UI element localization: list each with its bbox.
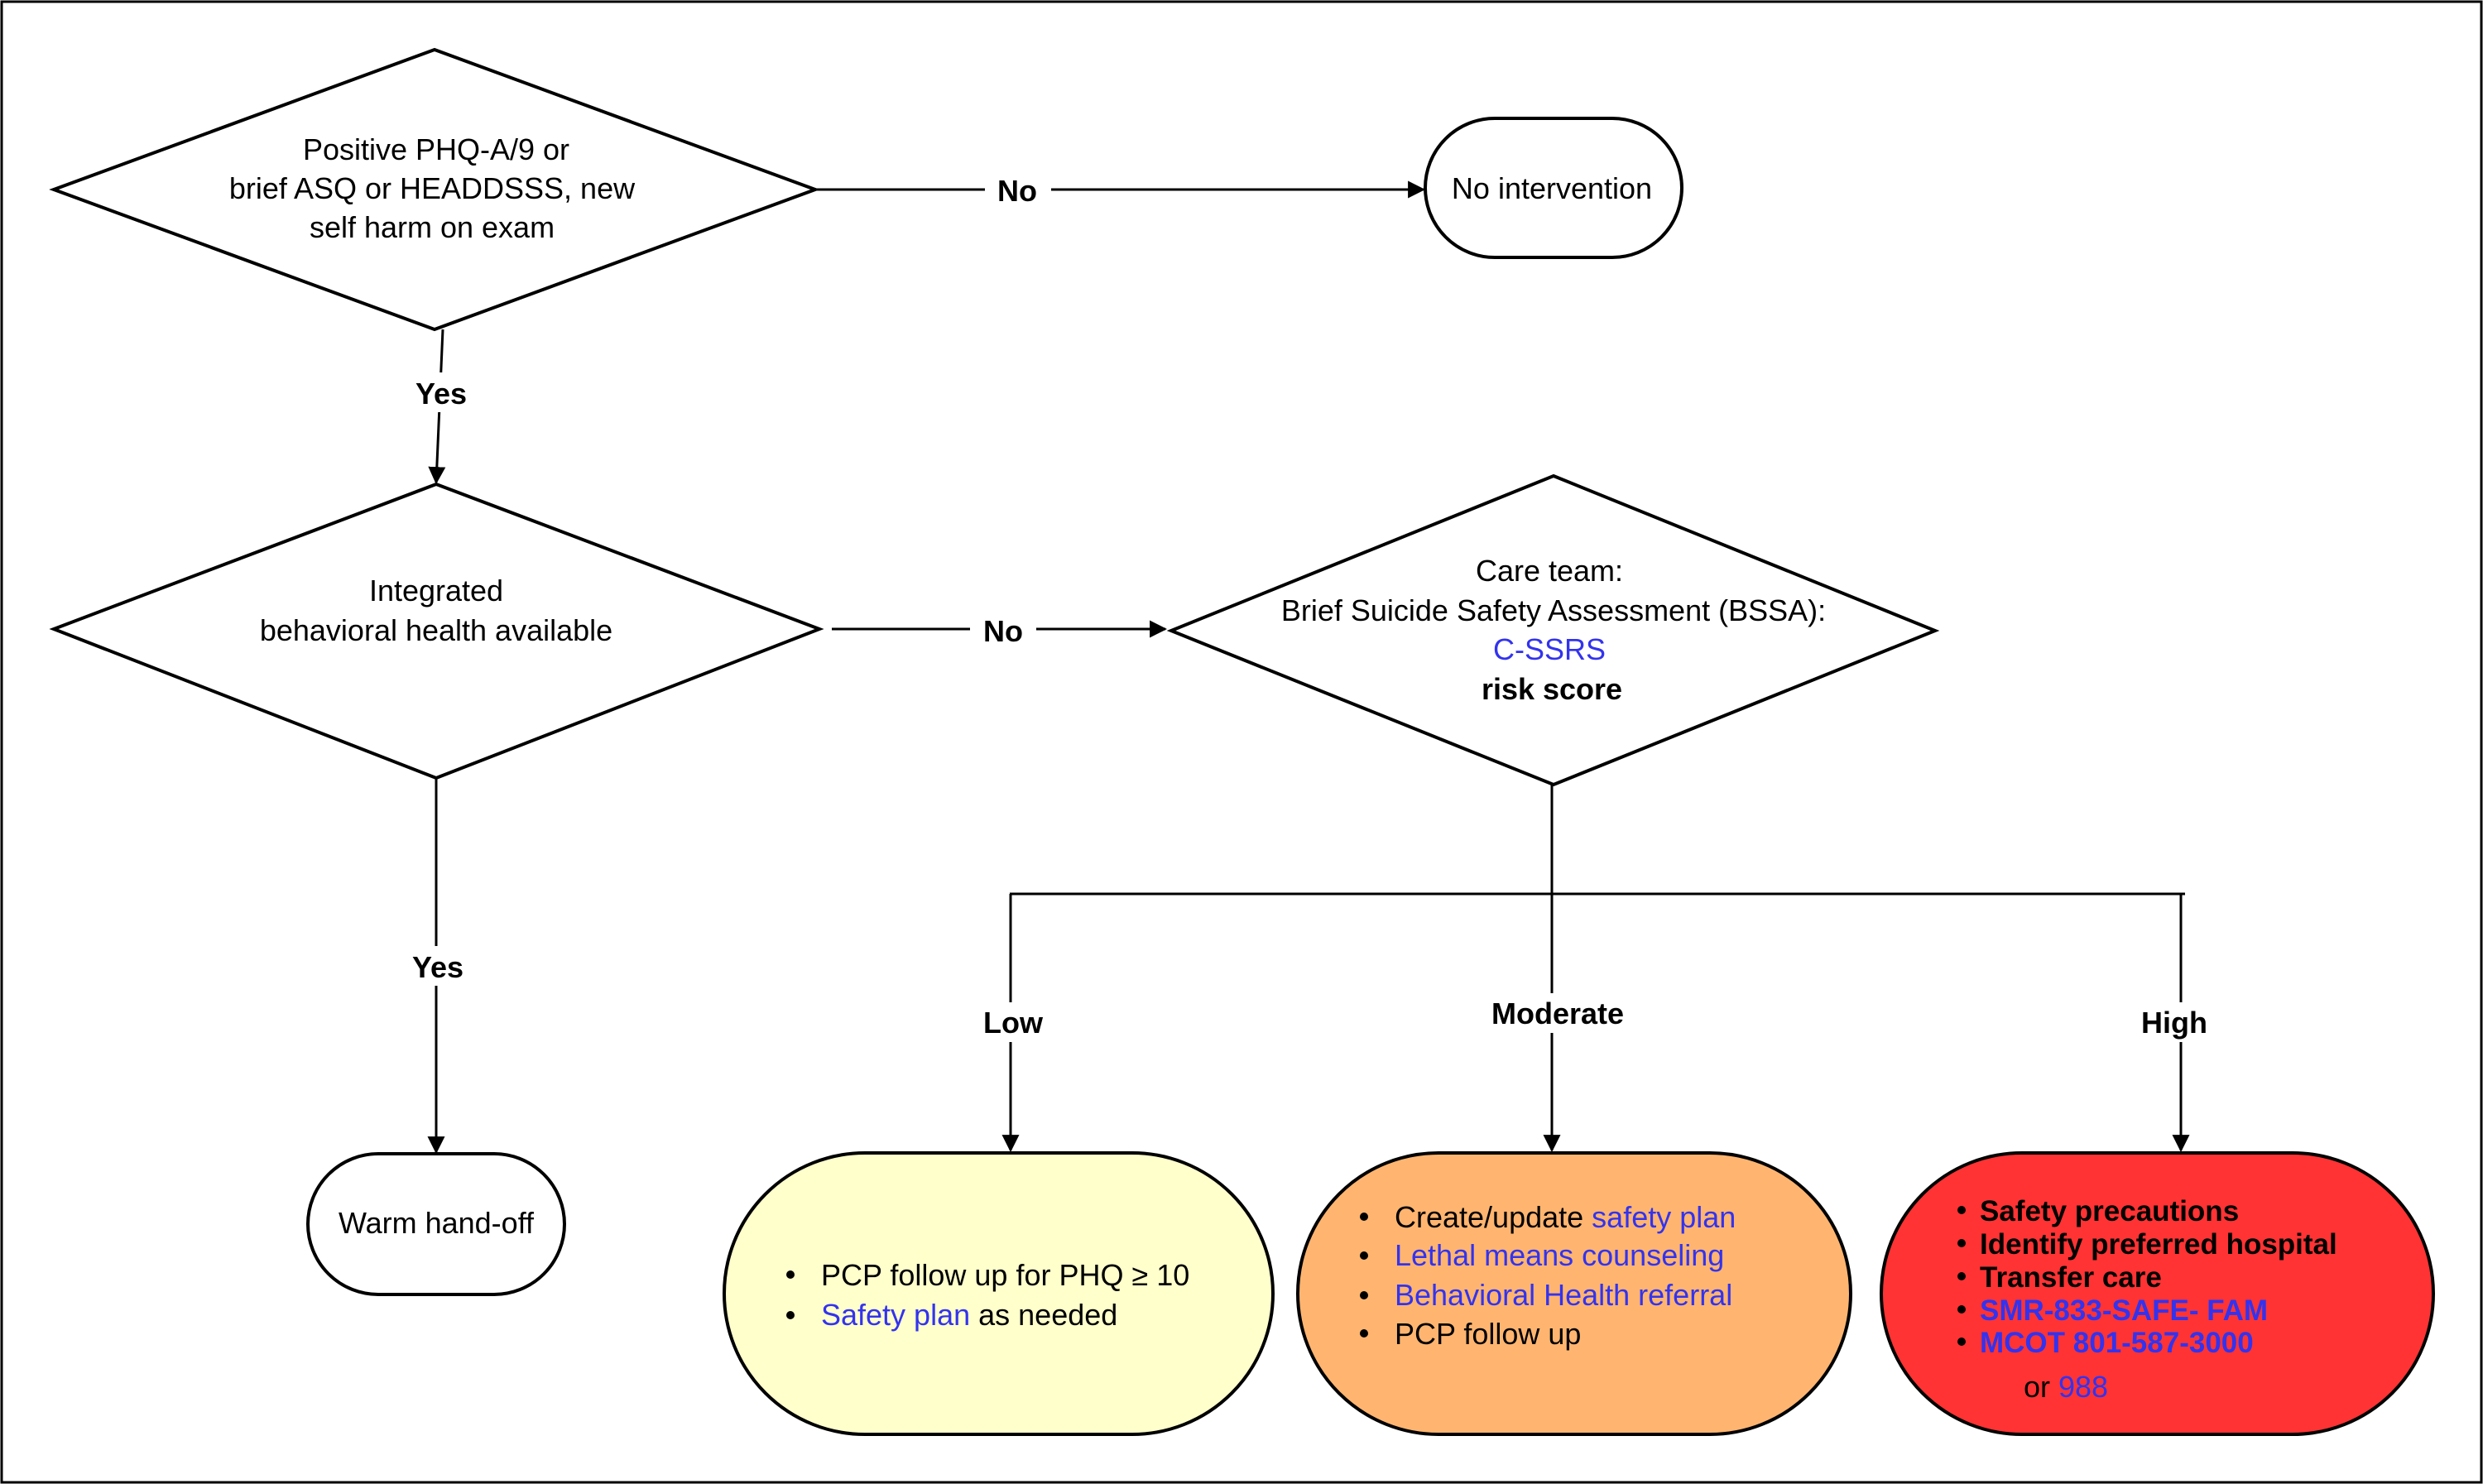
bullet-icon: [1957, 1206, 1966, 1214]
node-text: Integrated: [369, 574, 503, 608]
edge-label-bg: [400, 946, 474, 986]
edge-label-high: High: [2141, 1006, 2207, 1040]
node-text: Care team:: [1476, 554, 1623, 588]
terminal-high-risk: Safety precautions Identify preferred ho…: [1880, 1151, 2435, 1436]
terminal-no-intervention: No intervention: [1424, 117, 1683, 259]
bullet-icon: [1957, 1338, 1966, 1346]
node-text: self harm on exam: [310, 210, 555, 244]
bullet-icon: [1360, 1251, 1368, 1260]
list-item-text: PCP follow up: [1395, 1317, 1581, 1351]
edge-label-bg: [985, 170, 1051, 209]
list-item-link[interactable]: MCOT 801-587-3000: [1980, 1327, 2254, 1359]
list-item: Create/update safety plan: [1395, 1200, 1736, 1234]
list-item-text: Transfer care: [1980, 1261, 2162, 1294]
list-item-text: Create/update: [1395, 1200, 1592, 1234]
bullet-icon: [1360, 1291, 1368, 1299]
decision-diamond: [1166, 473, 1940, 787]
list-item-text: Safety precautions: [1980, 1195, 2239, 1227]
bullet-icon: [1957, 1239, 1966, 1247]
node-text: Warm hand-off: [339, 1206, 535, 1240]
list-item-text: PCP follow up for PHQ ≥ 10: [821, 1258, 1189, 1292]
edge-label-no-2: No: [983, 614, 1023, 648]
list-item-text: Identify preferred hospital: [1980, 1228, 2337, 1261]
edge-label-yes-2: Yes: [412, 950, 463, 984]
list-item: Safety plan as needed: [821, 1298, 1117, 1332]
list-item: PCP follow up: [1395, 1317, 1581, 1351]
list-item-text: as needed: [970, 1298, 1117, 1332]
cssrs-link[interactable]: C-SSRS: [1493, 632, 1606, 666]
terminal-pill: [723, 1151, 1275, 1436]
bullet-icon: [1957, 1305, 1966, 1314]
edge-label-yes-1: Yes: [415, 377, 467, 411]
phone-link-988[interactable]: 988: [2058, 1370, 2108, 1404]
safety-plan-link[interactable]: Safety plan: [821, 1298, 970, 1332]
terminal-moderate-risk: Create/update safety plan Lethal means c…: [1296, 1151, 1852, 1436]
bullet-icon: [1360, 1329, 1368, 1338]
terminal-pill: [1880, 1151, 2435, 1436]
phone-link-smr[interactable]: SMR-833-SAFE- FAM: [1980, 1294, 2268, 1327]
bullet-icon: [786, 1270, 795, 1279]
node-text: risk score: [1482, 672, 1622, 706]
bullet-icon: [1360, 1213, 1368, 1221]
node-text: behavioral health available: [260, 613, 612, 647]
edge-label-bg: [402, 372, 477, 412]
or-line: or 988: [2024, 1370, 2108, 1404]
node-text: No intervention: [1452, 171, 1652, 205]
phone-link-mcot[interactable]: MCOT 801-587-3000: [1980, 1327, 2254, 1359]
terminal-low-risk: PCP follow up for PHQ ≥ 10 Safety plan a…: [723, 1151, 1275, 1436]
edge-label-bg: [2140, 1002, 2222, 1042]
decision-integrated-bh: Integrated behavioral health available: [49, 482, 824, 780]
list-item: Identify preferred hospital: [1980, 1228, 2337, 1261]
edge-label-bg: [977, 1002, 1046, 1042]
node-text: brief ASQ or HEADDSSS, new: [229, 171, 636, 205]
terminal-warm-handoff: Warm hand-off: [306, 1152, 566, 1296]
safety-plan-link[interactable]: safety plan: [1592, 1200, 1736, 1234]
list-item: Transfer care: [1980, 1261, 2162, 1294]
bullet-icon: [786, 1311, 795, 1319]
edge-label-bg: [1482, 993, 1631, 1033]
decision-screening: Positive PHQ-A/9 or brief ASQ or HEADDSS…: [49, 47, 820, 332]
list-item: Lethal means counseling: [1395, 1238, 1724, 1272]
edge-label-no-1: No: [997, 174, 1037, 208]
decision-diamond: [49, 47, 820, 332]
edge-label-low: Low: [983, 1006, 1044, 1040]
list-item: Behavioral Health referral: [1395, 1278, 1732, 1312]
node-text: Brief Suicide Safety Assessment (BSSA):: [1281, 593, 1826, 627]
list-item-link[interactable]: SMR-833-SAFE- FAM: [1980, 1294, 2268, 1327]
terminal-pill: [306, 1152, 566, 1296]
terminal-pill: [1296, 1151, 1852, 1436]
decision-care-team: Care team: Brief Suicide Safety Assessme…: [1166, 473, 1940, 787]
bullet-icon: [1957, 1272, 1966, 1280]
or-text: or: [2024, 1370, 2058, 1404]
list-item: Safety precautions: [1980, 1195, 2239, 1227]
edge-label-moderate: Moderate: [1491, 997, 1624, 1030]
edge-label-bg: [970, 609, 1036, 649]
edges: No Yes No Yes Low Moderate High: [400, 170, 2222, 1155]
decision-diamond: [49, 482, 824, 780]
list-item: PCP follow up for PHQ ≥ 10: [821, 1258, 1189, 1292]
terminal-pill: [1424, 117, 1683, 259]
lethal-means-link[interactable]: Lethal means counseling: [1395, 1238, 1724, 1272]
node-text: Positive PHQ-A/9 or: [303, 132, 569, 166]
bh-referral-link[interactable]: Behavioral Health referral: [1395, 1278, 1732, 1312]
